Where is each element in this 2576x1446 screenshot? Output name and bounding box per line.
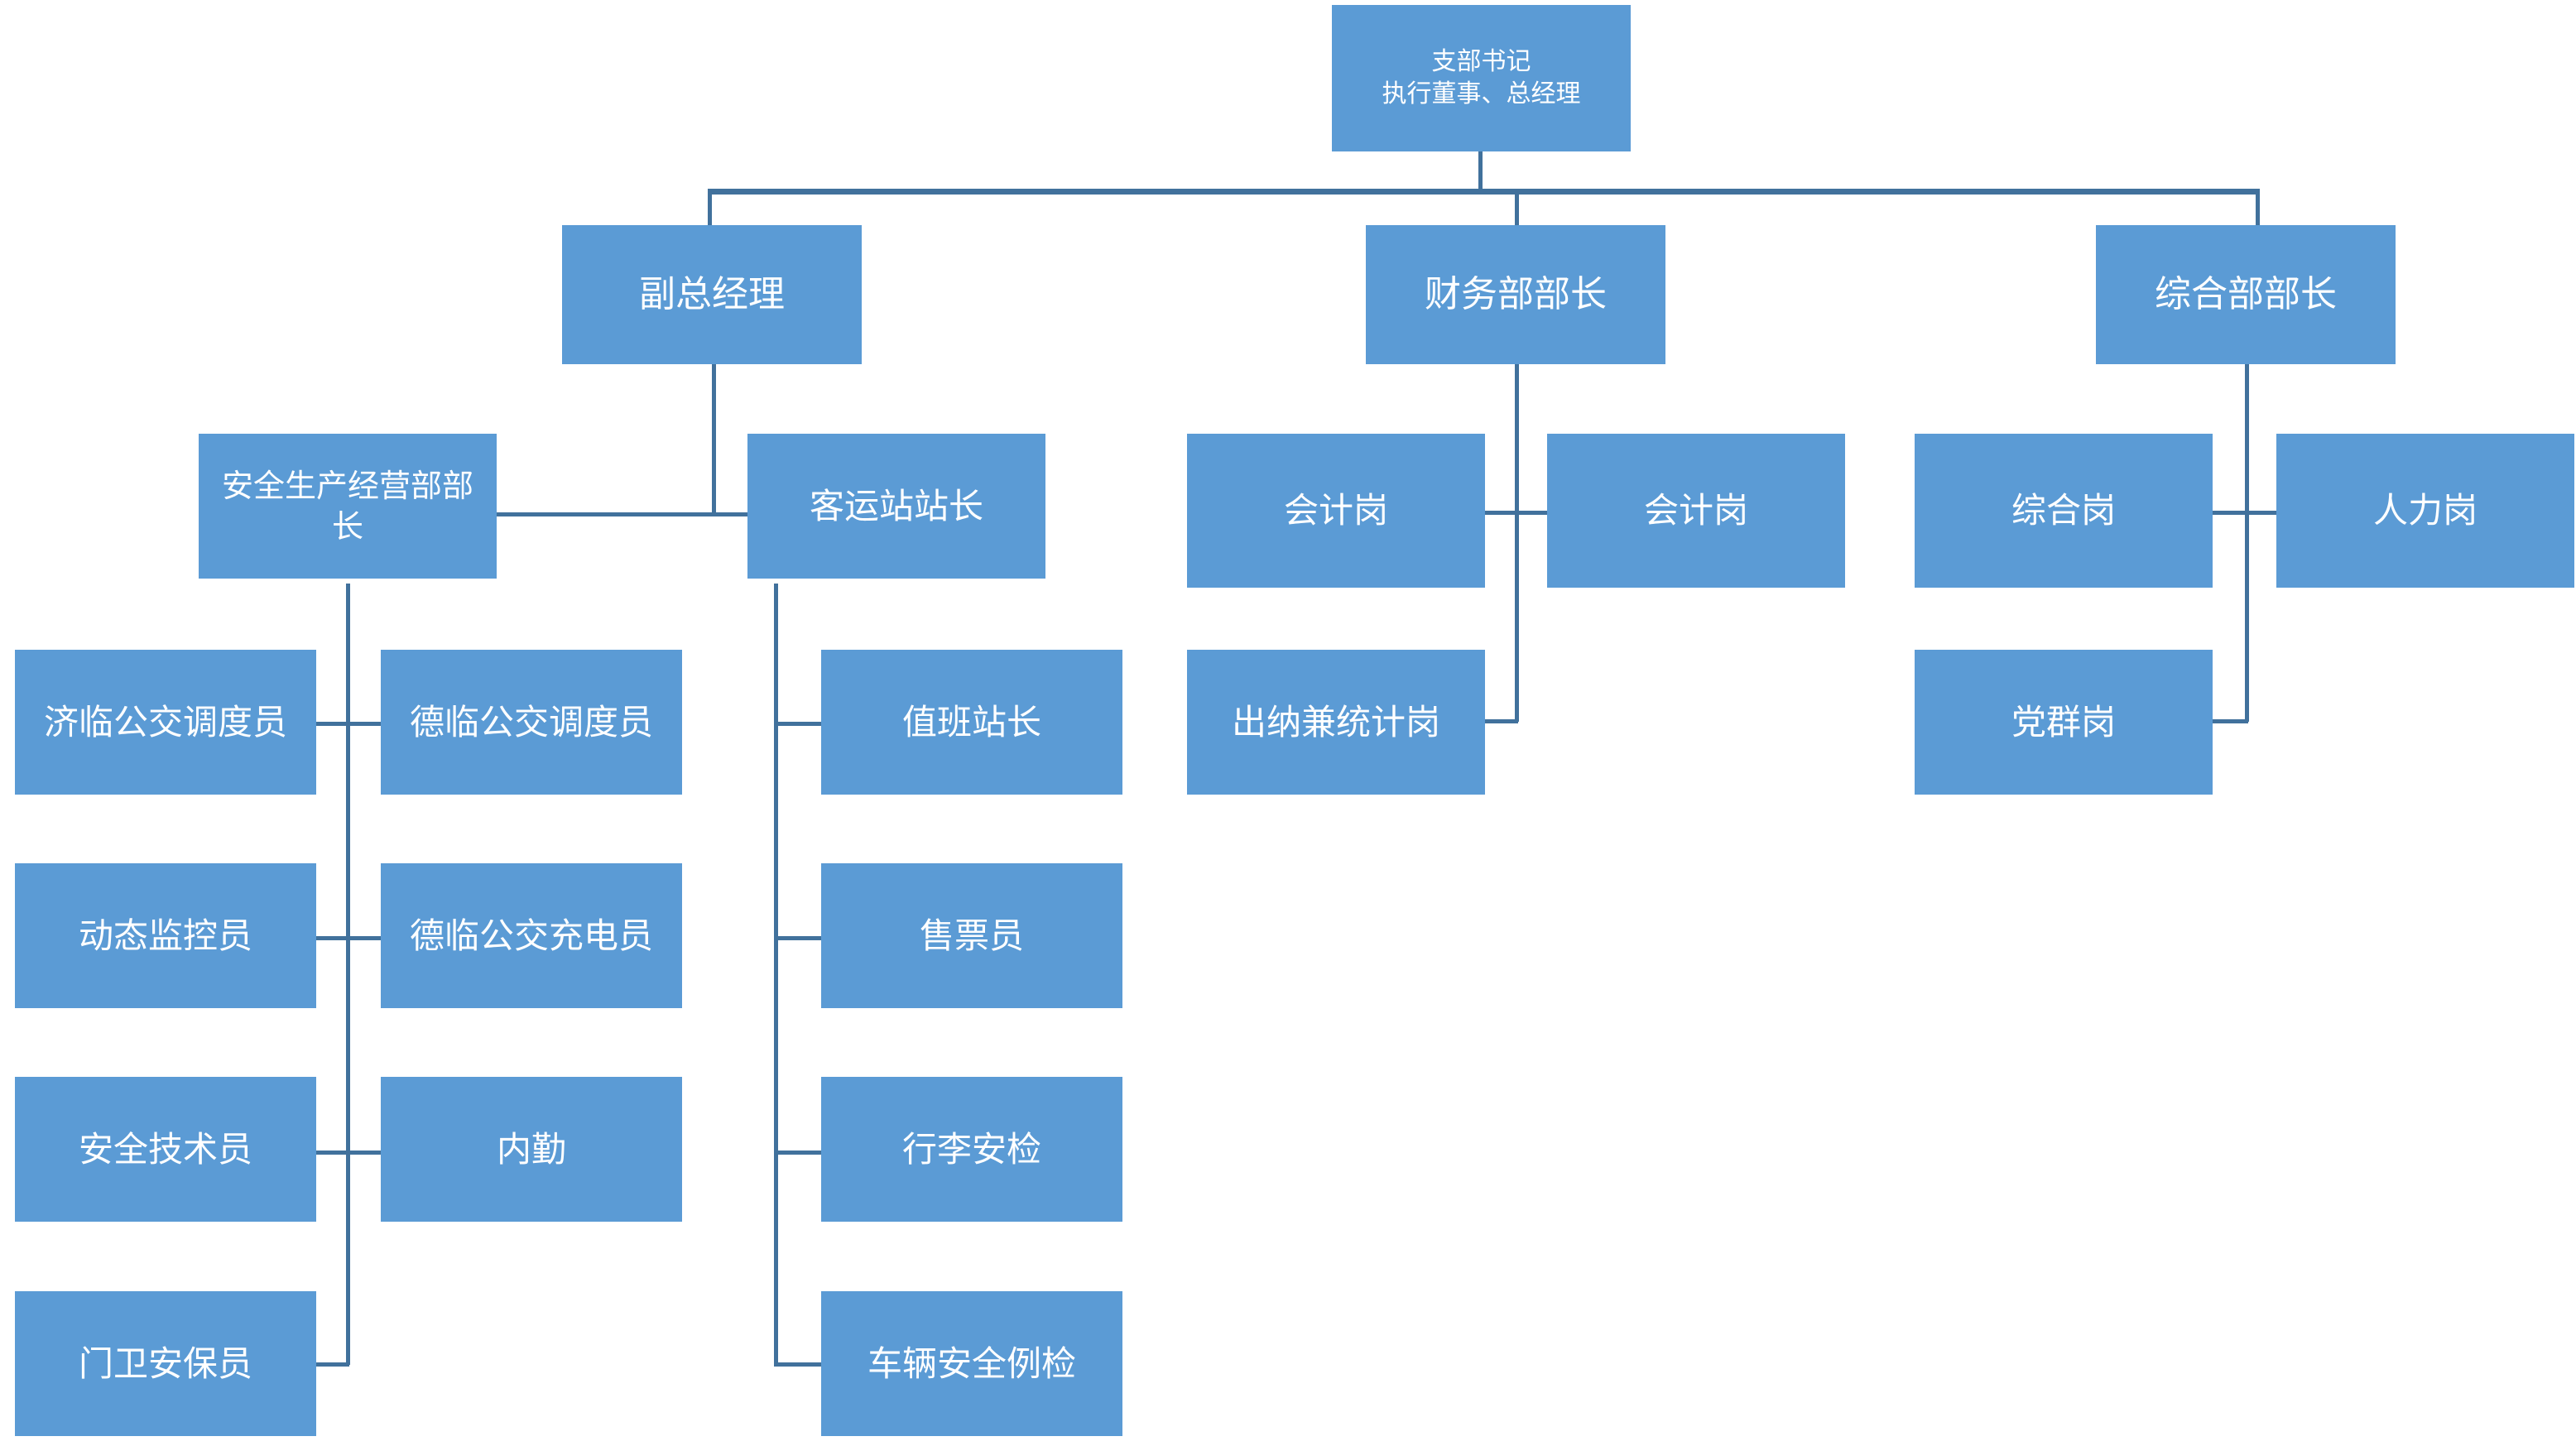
connector-general-spine bbox=[2245, 364, 2249, 722]
node-root-line2: 执行董事、总经理 bbox=[1382, 79, 1581, 108]
connector-drop-general bbox=[2256, 189, 2260, 226]
node-deputy-gm[interactable]: 副总经理 bbox=[562, 225, 862, 364]
node-deputy-gm-label: 副总经理 bbox=[639, 272, 785, 315]
node-hr-post[interactable]: 人力岗 bbox=[2276, 434, 2574, 588]
node-ticket-seller[interactable]: 售票员 bbox=[821, 863, 1122, 1008]
connector-deputy-gm-stem bbox=[712, 364, 716, 515]
node-accountant-1[interactable]: 会计岗 bbox=[1187, 434, 1485, 588]
connector-safety-row3 bbox=[316, 1151, 382, 1155]
node-safety-technician[interactable]: 安全技术员 bbox=[15, 1077, 316, 1222]
connector-top-bus bbox=[708, 189, 2260, 195]
node-station-head-label: 客运站站长 bbox=[809, 485, 983, 526]
node-general-post-label: 综合岗 bbox=[2011, 490, 2116, 531]
node-gate-guard-label: 门卫安保员 bbox=[78, 1343, 252, 1384]
node-party-post[interactable]: 党群岗 bbox=[1915, 650, 2213, 795]
node-general-head-label: 综合部部长 bbox=[2155, 272, 2337, 315]
connector-finance-spine bbox=[1515, 364, 1519, 722]
connector-cashier-stub bbox=[1482, 719, 1518, 723]
node-duty-station-chief[interactable]: 值班站长 bbox=[821, 650, 1122, 795]
node-hr-post-label: 人力岗 bbox=[2372, 490, 2477, 531]
connector-drop-finance bbox=[1515, 189, 1519, 226]
node-delin-dispatcher[interactable]: 德临公交调度员 bbox=[381, 650, 682, 795]
node-jilin-dispatcher-label: 济临公交调度员 bbox=[43, 701, 287, 742]
node-station-head[interactable]: 客运站站长 bbox=[747, 434, 1045, 579]
connector-party-stub bbox=[2208, 719, 2248, 723]
node-safety-head[interactable]: 安全生产经营部部长 bbox=[199, 434, 497, 579]
node-safety-head-label: 安全生产经营部部长 bbox=[221, 467, 473, 545]
node-party-post-label: 党群岗 bbox=[2011, 701, 2116, 742]
node-root-line1: 支部书记 bbox=[1431, 47, 1531, 77]
node-cashier-post[interactable]: 出纳兼统计岗 bbox=[1187, 650, 1485, 795]
node-general-post[interactable]: 综合岗 bbox=[1915, 434, 2213, 588]
node-finance-head[interactable]: 财务部部长 bbox=[1366, 225, 1665, 364]
connector-safety-row1 bbox=[316, 722, 382, 726]
connector-accountant-pair bbox=[1483, 511, 1550, 515]
node-delin-dispatcher-label: 德临公交调度员 bbox=[409, 701, 653, 742]
node-dynamic-monitor[interactable]: 动态监控员 bbox=[15, 863, 316, 1008]
node-office-clerk[interactable]: 内勤 bbox=[381, 1077, 682, 1222]
node-accountant-2-label: 会计岗 bbox=[1643, 490, 1748, 531]
connector-general-pair bbox=[2212, 511, 2278, 515]
connector-safety-row2 bbox=[316, 936, 382, 940]
node-root[interactable]: 支部书记 执行董事、总经理 bbox=[1332, 5, 1631, 151]
connector-safety-row4 bbox=[316, 1362, 349, 1367]
node-baggage-security-label: 行李安检 bbox=[901, 1128, 1041, 1170]
node-ticket-seller-label: 售票员 bbox=[919, 915, 1024, 956]
node-jilin-dispatcher[interactable]: 济临公交调度员 bbox=[15, 650, 316, 795]
node-cashier-post-label: 出纳兼统计岗 bbox=[1231, 701, 1440, 742]
node-delin-charger-label: 德临公交充电员 bbox=[409, 915, 653, 956]
connector-safety-spine bbox=[346, 584, 350, 1365]
connector-deputy-gm-pair bbox=[495, 512, 752, 516]
connector-station-spine bbox=[774, 584, 778, 1365]
node-baggage-security[interactable]: 行李安检 bbox=[821, 1077, 1122, 1222]
node-dynamic-monitor-label: 动态监控员 bbox=[78, 915, 252, 956]
connector-station-row2 bbox=[774, 936, 825, 940]
connector-station-row1 bbox=[774, 722, 825, 726]
node-accountant-1-label: 会计岗 bbox=[1283, 490, 1388, 531]
node-vehicle-inspection-label: 车辆安全例检 bbox=[867, 1343, 1076, 1384]
connector-station-row3 bbox=[774, 1151, 825, 1155]
node-delin-charger[interactable]: 德临公交充电员 bbox=[381, 863, 682, 1008]
node-accountant-2[interactable]: 会计岗 bbox=[1547, 434, 1845, 588]
node-safety-technician-label: 安全技术员 bbox=[78, 1128, 252, 1170]
node-general-head[interactable]: 综合部部长 bbox=[2096, 225, 2396, 364]
node-office-clerk-label: 内勤 bbox=[496, 1128, 566, 1170]
connector-station-row4 bbox=[774, 1362, 825, 1367]
node-finance-head-label: 财务部部长 bbox=[1425, 272, 1607, 315]
connector-root-stem bbox=[1478, 150, 1483, 191]
node-gate-guard[interactable]: 门卫安保员 bbox=[15, 1291, 316, 1436]
node-vehicle-inspection[interactable]: 车辆安全例检 bbox=[821, 1291, 1122, 1436]
node-duty-station-chief-label: 值班站长 bbox=[901, 701, 1041, 742]
connector-drop-deputy-gm bbox=[708, 189, 712, 226]
